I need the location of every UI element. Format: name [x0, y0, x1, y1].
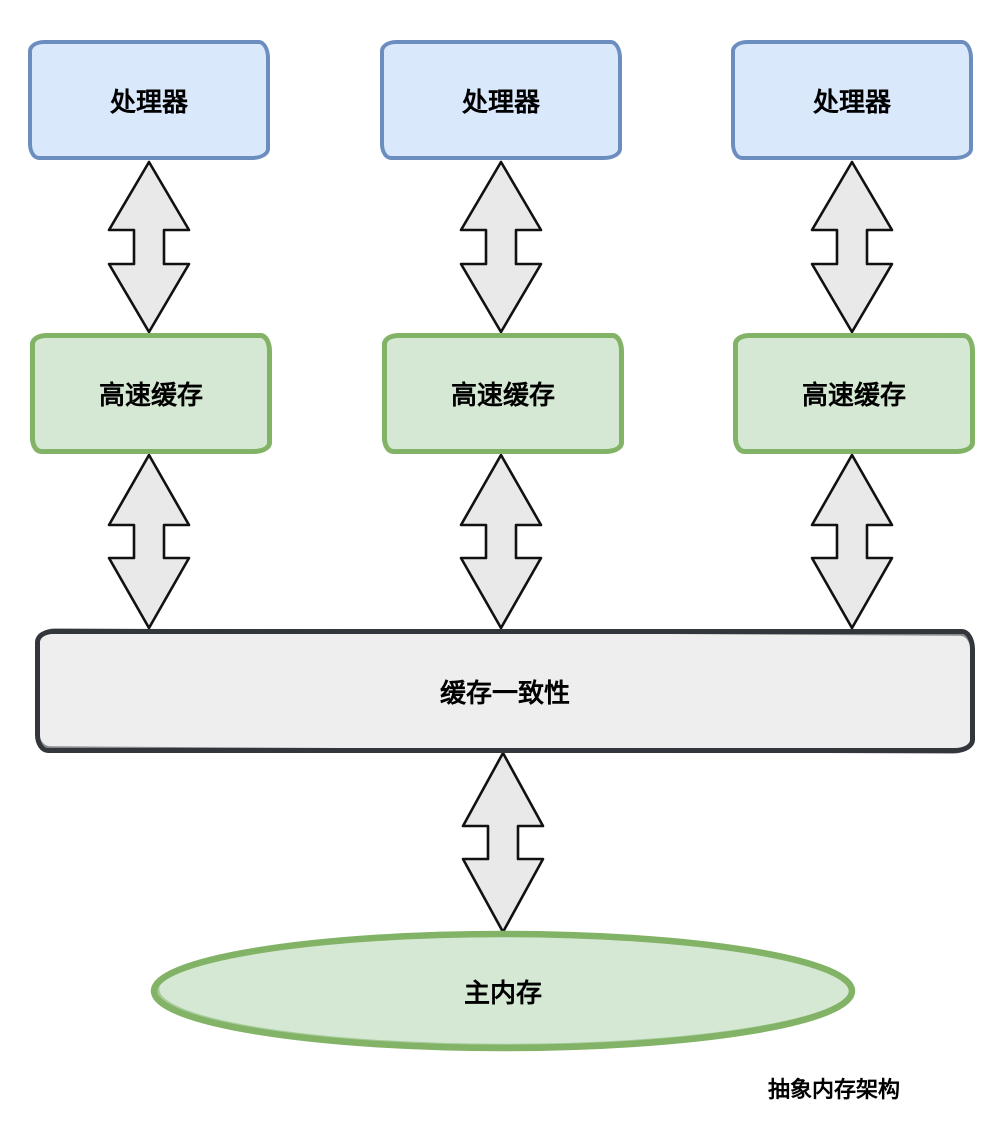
double-arrow-icon: [461, 751, 545, 934]
processor-label: 处理器: [812, 86, 891, 117]
main-memory-ellipse-sketch-stroke: [156, 931, 854, 1047]
double-arrow-icon: [459, 453, 543, 630]
coherence-label: 缓存一致性: [439, 677, 570, 708]
double-arrow-icon: [810, 453, 894, 630]
processor-label: 处理器: [461, 86, 540, 117]
main-memory-label: 主内存: [463, 977, 542, 1008]
double-arrow-icon: [107, 453, 191, 630]
cache-label: 高速缓存: [450, 380, 555, 410]
cache-box-1: 高速缓存: [30, 333, 272, 454]
double-arrow-icon: [459, 160, 543, 334]
cache-coherence-bar: 缓存一致性: [35, 629, 975, 753]
processor-label: 处理器: [109, 86, 188, 117]
double-arrow-icon: [810, 160, 894, 334]
processor-box-1: 处理器: [28, 40, 270, 160]
cache-box-2: 高速缓存: [382, 333, 624, 454]
cache-label: 高速缓存: [98, 380, 203, 410]
double-arrow-icon: [107, 160, 191, 334]
cache-box-3: 高速缓存: [733, 333, 975, 454]
processor-box-2: 处理器: [380, 40, 622, 160]
diagram-caption: 抽象内存架构: [768, 1077, 901, 1102]
cache-label: 高速缓存: [801, 380, 906, 410]
processor-box-3: 处理器: [731, 40, 973, 160]
